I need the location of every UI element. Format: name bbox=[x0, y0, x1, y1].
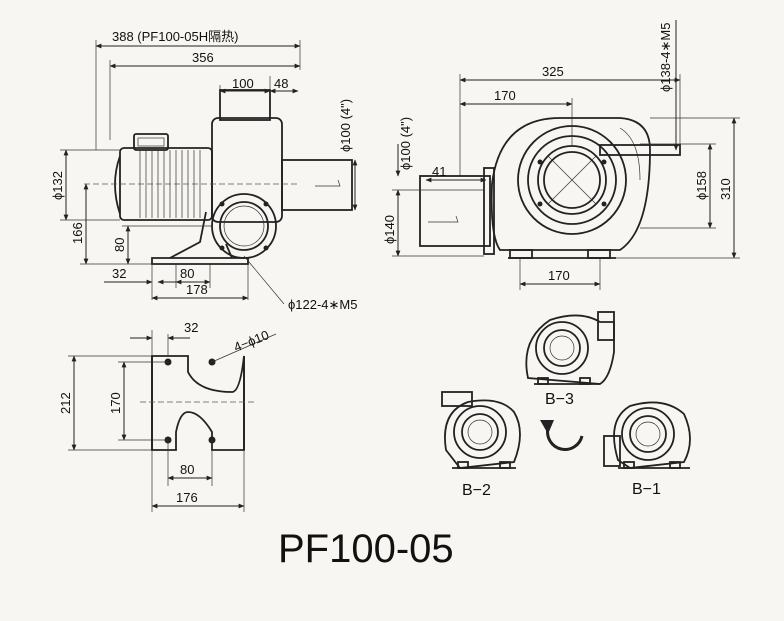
dim-front-flange: ϕ138-4∗M5 bbox=[658, 23, 673, 92]
dim-310: 310 bbox=[718, 178, 733, 200]
dim-side-flange: ϕ122-4∗M5 bbox=[288, 297, 357, 312]
dim-356: 356 bbox=[192, 50, 214, 65]
dim-80-base: 80 bbox=[180, 266, 194, 281]
dim-32: 32 bbox=[112, 266, 126, 281]
orientation-b1: B−1 bbox=[603, 401, 691, 498]
front-view: 325 170 ϕ138-4∗M5 ϕ100 (4") 41 ϕ bbox=[382, 20, 740, 290]
dim-166: 166 bbox=[70, 222, 85, 244]
dim-overall-length: 388 (PF100-05H隔热) bbox=[112, 29, 238, 44]
dim-325: 325 bbox=[542, 64, 564, 79]
dim-140: ϕ140 bbox=[382, 215, 397, 244]
side-view: 388 (PF100-05H隔热) 356 100 48 ϕ100 (4") bbox=[50, 29, 357, 312]
dim-176: 176 bbox=[176, 490, 198, 505]
dim-100: 100 bbox=[232, 76, 254, 91]
label-b1: B−1 bbox=[632, 481, 661, 498]
orientation-b3: B−3 bbox=[525, 311, 615, 408]
dim-80-height: 80 bbox=[112, 238, 127, 252]
dim-178: 178 bbox=[186, 282, 208, 297]
dim-170-top: 170 bbox=[494, 88, 516, 103]
dim-base-80: 80 bbox=[180, 462, 194, 477]
model-title: PF100-05 bbox=[278, 527, 454, 571]
dim-170-base: 170 bbox=[548, 268, 570, 283]
dim-inlet-diameter: ϕ100 (4") bbox=[398, 117, 413, 170]
dim-base-32: 32 bbox=[184, 320, 198, 335]
dim-132: ϕ132 bbox=[50, 171, 65, 200]
dim-41: 41 bbox=[432, 164, 446, 179]
dim-outlet-diameter: ϕ100 (4") bbox=[338, 99, 353, 152]
rotation-arrow-icon bbox=[540, 420, 584, 451]
base-plate-view: 32 4−ϕ10 212 170 80 176 bbox=[58, 320, 277, 512]
dim-48: 48 bbox=[274, 76, 288, 91]
dim-158: ϕ158 bbox=[694, 171, 709, 200]
orientation-b2: B−2 bbox=[441, 391, 521, 499]
dim-holes: 4−ϕ10 bbox=[232, 327, 272, 355]
dim-base-170: 170 bbox=[108, 392, 123, 414]
dim-212: 212 bbox=[58, 392, 73, 414]
label-b2: B−2 bbox=[462, 482, 491, 499]
label-b3: B−3 bbox=[545, 391, 574, 408]
